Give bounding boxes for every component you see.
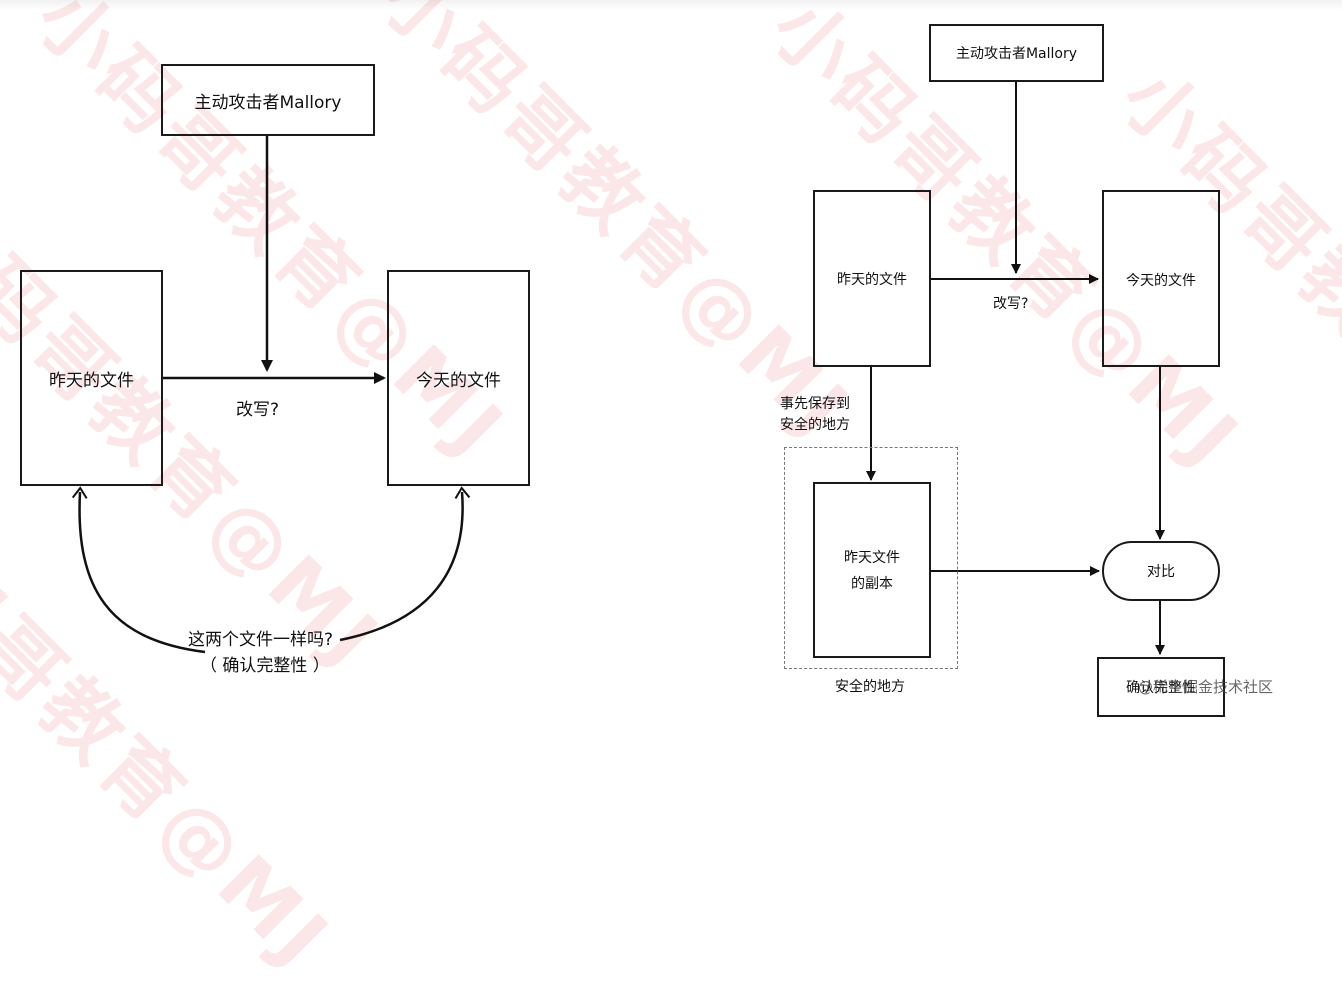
- confirm-box: 确认完整性: [1097, 657, 1225, 717]
- right-save-note-line1: 事先保存到: [780, 396, 850, 412]
- left-question-label: 这两个文件一样吗?: [188, 630, 334, 650]
- safe-place-region: [784, 447, 958, 669]
- left-today-file-box: 今天的文件: [387, 270, 530, 486]
- right-copy-label-line1: 昨天文件: [844, 550, 900, 566]
- left-rewrite-label: 改写?: [236, 400, 280, 420]
- left-curve-to-today: [339, 486, 471, 642]
- right-today-file-box: 今天的文件: [1102, 190, 1220, 367]
- right-yesterday-file-label: 昨天的文件: [837, 271, 907, 288]
- left-yesterday-file-box: 昨天的文件: [20, 270, 163, 486]
- right-rewrite-label: 改写?: [993, 296, 1029, 312]
- right-today-file-label: 今天的文件: [1126, 273, 1196, 289]
- compare-node: 对比: [1102, 541, 1220, 601]
- left-attacker-label: 主动攻击者Mallory: [194, 92, 342, 113]
- confirm-label: 确认完整性: [1126, 680, 1196, 696]
- footer-watermark: @稀土掘金技术社区: [1138, 678, 1274, 696]
- left-integrity-label: （ 确认完整性 ）: [200, 656, 330, 676]
- right-copy-label-line2: 的副本: [851, 576, 893, 592]
- right-attacker-box: 主动攻击者Mallory: [929, 24, 1104, 82]
- right-save-note-line2: 安全的地方: [780, 417, 850, 433]
- left-attacker-box: 主动攻击者Mallory: [161, 64, 375, 136]
- left-curve-to-yesterday: [71, 486, 206, 654]
- compare-label: 对比: [1147, 564, 1175, 580]
- left-today-file-label: 今天的文件: [416, 370, 501, 391]
- right-copy-box: 昨天文件 的副本: [813, 482, 931, 658]
- safe-place-label: 安全的地方: [835, 679, 905, 695]
- connector-layer: [71, 82, 1165, 655]
- right-yesterday-file-box: 昨天的文件: [813, 190, 931, 367]
- left-yesterday-file-label: 昨天的文件: [49, 370, 134, 391]
- right-attacker-label: 主动攻击者Mallory: [955, 46, 1078, 62]
- top-divider: [0, 0, 1342, 10]
